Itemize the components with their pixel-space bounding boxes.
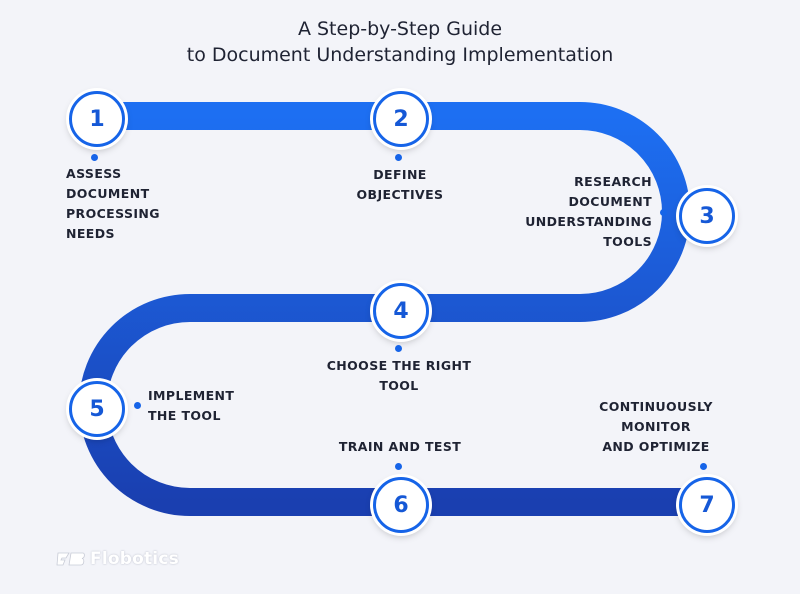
step-4-connector-dot <box>395 345 402 352</box>
step-6-connector-dot <box>395 463 402 470</box>
step-2-number: 2 <box>393 106 409 132</box>
logo-text: Flobotics <box>90 549 179 569</box>
step-5-label: IMPLEMENT THE TOOL <box>148 388 235 423</box>
step-1-node: 1 <box>69 91 125 147</box>
step-5-number: 5 <box>89 396 105 422</box>
step-5-connector-dot <box>134 402 141 409</box>
step-5-node: 5 <box>69 381 125 437</box>
step-4-label: CHOOSE THE RIGHT TOOL <box>326 358 472 393</box>
step-6-node: 6 <box>373 477 429 533</box>
title-line-2: to Document Understanding Implementation <box>186 44 614 66</box>
flobotics-logo-icon <box>56 552 85 566</box>
step-4-node: 4 <box>373 283 429 339</box>
step-2-label: DEFINE OBJECTIVES <box>356 167 444 202</box>
step-2-node: 2 <box>373 91 429 147</box>
diagram-title: A Step-by-Step Guide to Document Underst… <box>0 16 800 68</box>
step-3-label: RESEARCH DOCUMENT UNDERSTANDING TOOLS <box>525 174 652 249</box>
step-3-connector-dot <box>660 209 667 216</box>
step-1-label: ASSESS DOCUMENT PROCESSING NEEDS <box>66 166 160 241</box>
step-7-number: 7 <box>699 492 715 518</box>
step-7-connector-dot <box>700 463 707 470</box>
step-7-label: CONTINUOUSLY MONITOR AND OPTIMIZE <box>599 399 713 454</box>
brand-logo: Flobotics <box>56 548 179 570</box>
step-2-connector-dot <box>395 154 402 161</box>
step-3-node: 3 <box>679 188 735 244</box>
step-6-label: TRAIN AND TEST <box>338 439 462 454</box>
step-6-number: 6 <box>393 492 409 518</box>
step-4-number: 4 <box>393 298 409 324</box>
step-1-connector-dot <box>91 154 98 161</box>
snake-path <box>79 102 719 516</box>
title-line-1: A Step-by-Step Guide <box>297 18 503 40</box>
step-3-number: 3 <box>699 203 715 229</box>
step-7-node: 7 <box>679 477 735 533</box>
step-1-number: 1 <box>89 106 105 132</box>
